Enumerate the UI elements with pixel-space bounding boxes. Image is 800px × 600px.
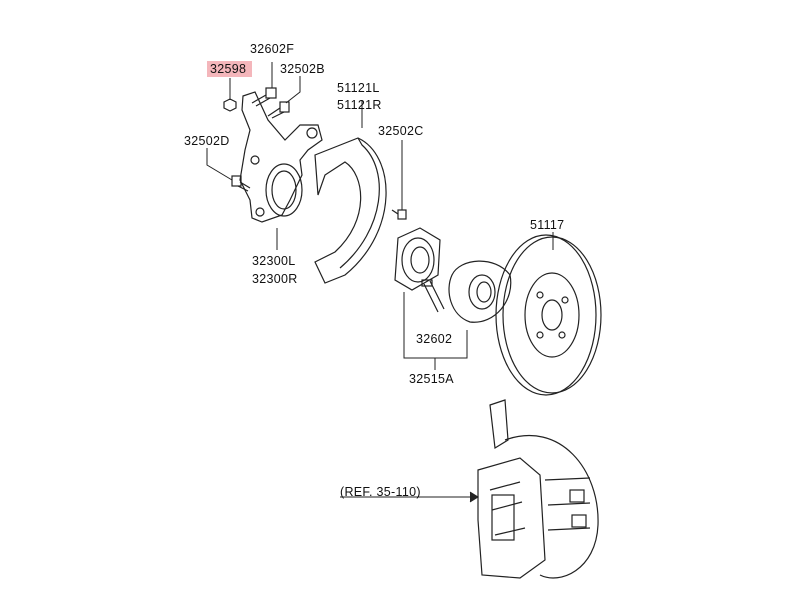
part-label-32502D[interactable]: 32502D [184,134,230,148]
part-label-51117[interactable]: 51117 [530,218,565,232]
dust-shield-51121 [314,137,387,284]
bolt-32502C [391,209,407,220]
part-label-32602F[interactable]: 32602F [250,42,295,56]
bolt-32502B [267,101,290,119]
wheel-hub [448,260,512,323]
nut-32598 [223,98,237,112]
part-label-32602[interactable]: 32602 [416,332,453,346]
part-label-51121R[interactable]: 51121R [337,98,382,112]
part-label-32300L[interactable]: 32300L [252,254,296,268]
bolt-32602F [251,87,277,107]
part-label-32502C[interactable]: 32502C [378,124,424,138]
part-label-32300R[interactable]: 32300R [252,272,298,286]
reference-label[interactable]: (REF. 35-110) [340,485,421,499]
part-label-51121L[interactable]: 51121L [337,81,380,95]
part-label-32598-highlighted[interactable]: 32598 [207,61,253,77]
brake-caliper-assembly [477,399,599,579]
bolt-32502D [231,175,251,192]
hub-bearing [394,227,441,291]
part-label-32502B[interactable]: 32502B [280,62,325,76]
part-label-32515A[interactable]: 32515A [409,372,454,386]
steering-knuckle [239,91,323,223]
brake-rotor-51117 [495,234,602,396]
hub-bolt-32602 [421,279,445,313]
